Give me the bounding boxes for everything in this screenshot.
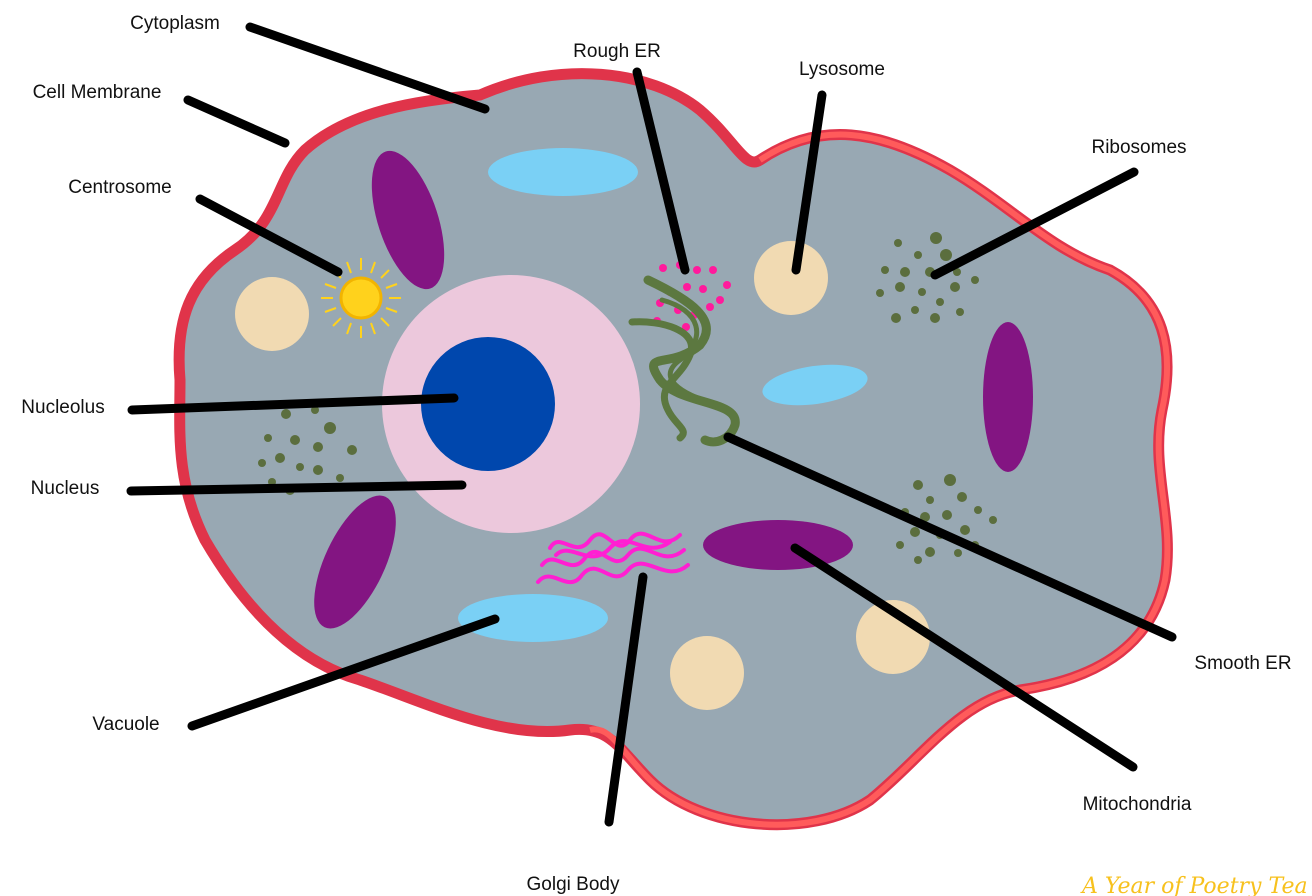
label-lysosome: Lysosome	[799, 59, 885, 80]
lysosome	[670, 636, 744, 710]
watermark: A Year of Poetry Tea	[1080, 874, 1308, 896]
mitochondrion	[703, 520, 853, 570]
vacuole	[458, 594, 608, 642]
vacuole	[488, 148, 638, 196]
label-rough-er: Rough ER	[573, 41, 661, 62]
label-cell-membrane: Cell Membrane	[33, 82, 162, 103]
lysosome	[235, 277, 309, 351]
label-centrosome: Centrosome	[68, 177, 172, 198]
label-nucleolus: Nucleolus	[21, 397, 104, 418]
label-vacuole: Vacuole	[92, 714, 159, 735]
label-cytoplasm: Cytoplasm	[130, 13, 220, 34]
lysosome	[754, 241, 828, 315]
mitochondrion	[983, 322, 1033, 472]
label-nucleus: Nucleus	[31, 478, 100, 499]
leader-line-cell-membrane	[188, 100, 285, 143]
label-smooth-er: Smooth ER	[1194, 653, 1291, 674]
label-golgi-body: Golgi Body	[527, 874, 620, 895]
leader-line-nucleus	[131, 485, 462, 491]
nucleolus	[421, 337, 555, 471]
leader-line-cytoplasm	[250, 27, 485, 109]
label-ribosomes: Ribosomes	[1091, 137, 1186, 158]
label-mitochondria: Mitochondria	[1083, 794, 1192, 815]
